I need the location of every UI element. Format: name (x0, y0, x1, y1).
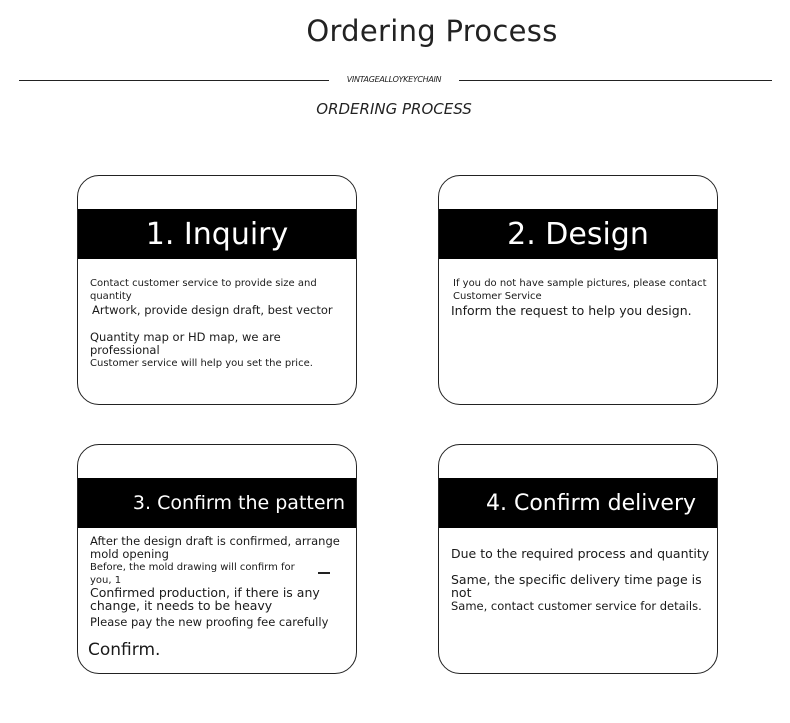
dash-mark (318, 572, 330, 574)
divider-left (19, 80, 329, 81)
step-card-inquiry: 1. Inquiry Contact customer service to p… (77, 175, 357, 405)
step-text-line: Confirmed production, if there is any ch… (90, 585, 320, 613)
step-text-line: Confirm. (88, 640, 161, 660)
step-card-design: 2. Design If you do not have sample pict… (438, 175, 718, 405)
step-text-line: Please pay the new proofing fee carefull… (90, 615, 329, 629)
step-title: 3. Confirm the pattern (132, 492, 346, 514)
step-text-line: Same, contact customer service for detai… (451, 599, 702, 613)
step-text-line: Inform the request to help you design. (451, 303, 692, 318)
step-text-line: Customer service will help you set the p… (90, 358, 313, 369)
step-text-line: Contact customer service to provide size… (90, 278, 317, 302)
step-text-line: Same, the specific delivery time page is… (451, 572, 702, 600)
page-title: Ordering Process (306, 14, 558, 48)
step-title: 4. Confirm delivery (485, 490, 697, 516)
divider-right (459, 80, 772, 81)
step-text-line: Due to the required process and quantity (451, 546, 710, 561)
step-text-line: If you do not have sample pictures, plea… (453, 278, 707, 302)
divider-label: VINTAGEALLOYKEYCHAIN (346, 75, 442, 84)
page-subtitle: ORDERING PROCESS (316, 100, 472, 118)
step-card-confirm-pattern: 3. Confirm the pattern After the design … (77, 444, 357, 674)
step-card-header: 4. Confirm delivery (439, 478, 717, 528)
step-text-line: After the design draft is confirmed, arr… (90, 534, 340, 561)
step-text-line: Artwork, provide design draft, best vect… (92, 303, 333, 317)
step-card-confirm-delivery: 4. Confirm delivery Due to the required … (438, 444, 718, 674)
step-title: 1. Inquiry (145, 216, 289, 252)
step-title: 2. Design (507, 216, 649, 252)
step-card-header: 3. Confirm the pattern (78, 478, 356, 528)
step-text-line: Before, the mold drawing will confirm fo… (90, 562, 295, 586)
step-card-header: 2. Design (439, 209, 717, 259)
step-card-header: 1. Inquiry (78, 209, 356, 259)
step-text-line: Quantity map or HD map, we are professio… (90, 330, 281, 357)
